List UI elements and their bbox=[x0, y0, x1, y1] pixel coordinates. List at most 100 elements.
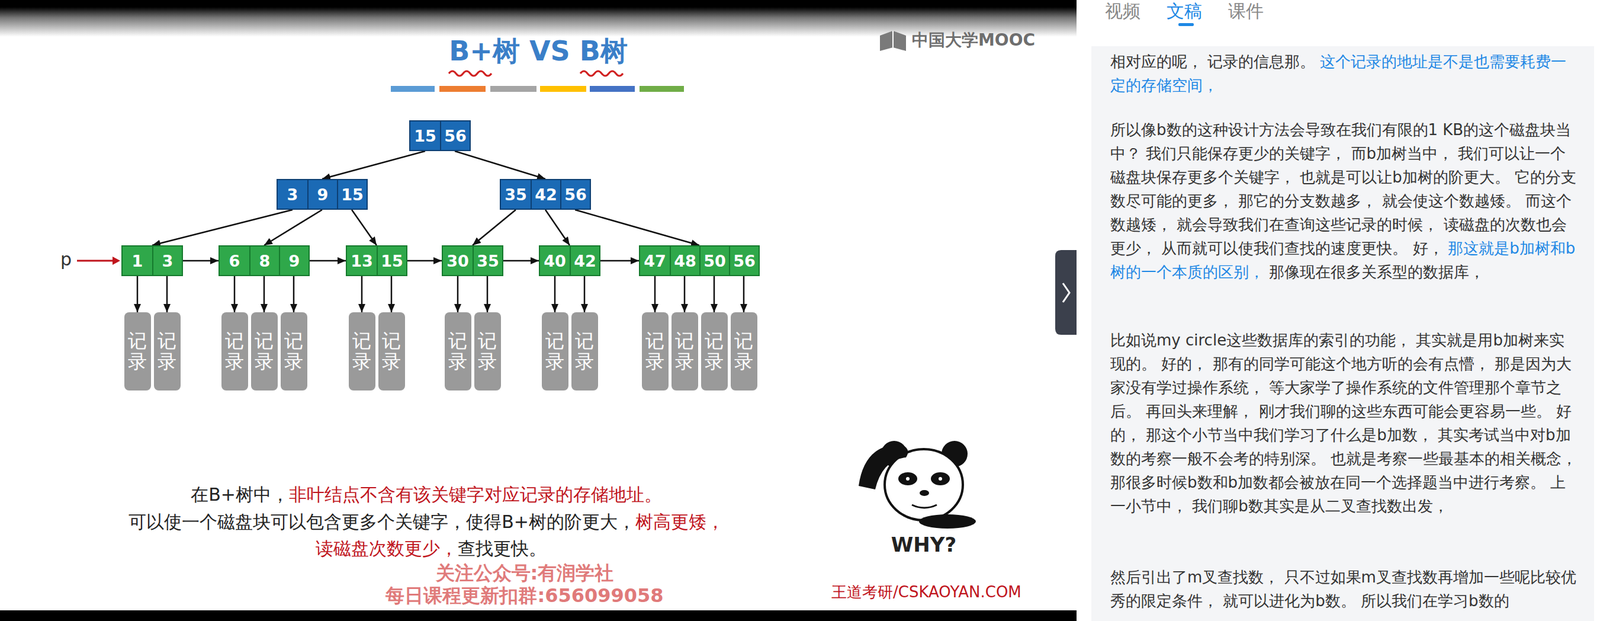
tree-pointer bbox=[264, 209, 323, 246]
logo-text: 中国大学MOOC bbox=[911, 30, 1036, 50]
key-cell: 3 bbox=[277, 180, 308, 209]
tree-pointer bbox=[503, 259, 539, 262]
tree-pointer bbox=[263, 275, 266, 313]
color-bar bbox=[589, 85, 635, 92]
transcript-paragraph: 然后引出了m叉查找数， 只不过如果m叉查找数再增加一些呢比较优秀的限定条件， 就… bbox=[1110, 564, 1579, 613]
tree-pointer bbox=[743, 275, 745, 313]
logo-icon bbox=[879, 30, 906, 51]
record-label: 记录 bbox=[225, 330, 244, 372]
record-label: 记录 bbox=[675, 330, 695, 372]
panel-toggle bbox=[1055, 249, 1077, 335]
color-bar bbox=[639, 85, 684, 92]
tree-pointer bbox=[457, 275, 459, 313]
key-cell: 13 bbox=[347, 246, 377, 275]
key-cell: 9 bbox=[307, 180, 337, 209]
label-group: 视频 bbox=[1104, 1, 1141, 22]
tab-label: 课件 bbox=[1228, 0, 1264, 22]
label-group: p bbox=[60, 247, 72, 272]
key-cell: 15 bbox=[376, 246, 407, 275]
key-cell: 3 bbox=[152, 246, 182, 275]
key-cell: 56 bbox=[560, 180, 590, 209]
record-box: 记录 bbox=[730, 312, 758, 391]
record-label: 记录 bbox=[352, 330, 372, 372]
tab-label: 文稿 bbox=[1166, 0, 1203, 22]
red-squiggle bbox=[448, 71, 492, 76]
record-label: 记录 bbox=[574, 330, 594, 372]
note-highlight: 树高更矮， bbox=[635, 511, 725, 532]
record-box: 记录 bbox=[671, 312, 699, 391]
tree-pointer bbox=[351, 209, 377, 246]
tree-pointer bbox=[545, 209, 570, 246]
key-cell: 6 bbox=[219, 246, 250, 275]
record-label: 记录 bbox=[448, 330, 468, 372]
key-cell: 56 bbox=[439, 121, 470, 150]
leaf-node: 13 bbox=[121, 245, 183, 276]
transcript-paragraph: 相对应的呢， 记录的信息那。这个记录的地址是不是也需要耗费一定的存储空间， bbox=[1110, 49, 1579, 98]
note-highlight: 非叶结点不含有该关键字对应记录的存储地址。 bbox=[288, 483, 663, 505]
tree-pointer bbox=[472, 209, 516, 246]
tree-pointer bbox=[182, 259, 219, 262]
record-label: 记录 bbox=[734, 330, 754, 372]
record-label: 记录 bbox=[477, 330, 497, 372]
record-box: 记录 bbox=[221, 312, 249, 391]
tree-pointer bbox=[322, 150, 426, 179]
note-text: 查找更快。 bbox=[457, 537, 547, 559]
tree-pointer bbox=[309, 259, 346, 262]
leaf-node: 4042 bbox=[538, 245, 601, 276]
tree-pointer bbox=[600, 259, 639, 262]
key-cell: 47 bbox=[640, 246, 670, 275]
record-label: 记录 bbox=[284, 330, 304, 372]
tree-pointer bbox=[293, 275, 295, 313]
meme-caption: WHY? bbox=[891, 532, 957, 557]
label-group: 可以使一个磁盘块可以包含更多个关键字，使得B+树的阶更大，树高更矮， bbox=[0, 509, 853, 534]
label-group: 文稿 bbox=[1166, 1, 1203, 22]
key-cell: 42 bbox=[569, 246, 600, 275]
watermark: 关注公众号:有润学社 bbox=[435, 561, 615, 584]
brand-text: 王道考研/CSKAOYAN.COM bbox=[831, 582, 1022, 601]
note-highlight: 读磁盘次数更少， bbox=[315, 537, 458, 559]
transcript-text: 比如说my circle这些数据库的索引的功能， 其实就是用b加树来实现的。 好… bbox=[1110, 331, 1577, 515]
record-label: 记录 bbox=[704, 330, 724, 372]
transcript-text: 那像现在很多关系型的数据库， bbox=[1268, 262, 1485, 281]
leaf-node: 3035 bbox=[441, 245, 504, 276]
leaf-node: 47485056 bbox=[638, 245, 760, 276]
transcript-paragraph: 所以像b数的这种设计方法会导致在我们有限的1 KB的这个磁盘块当中？ 我们只能保… bbox=[1110, 117, 1579, 284]
label-group: 中国大学MOOC bbox=[911, 29, 1036, 51]
tree-pointer bbox=[361, 275, 363, 313]
tab-underline bbox=[1178, 23, 1194, 27]
record-label: 记录 bbox=[254, 330, 274, 372]
index-node: 3915 bbox=[276, 178, 368, 210]
key-cell: 35 bbox=[500, 180, 531, 209]
record-box: 记录 bbox=[378, 312, 406, 391]
pointer-name: p bbox=[60, 248, 72, 270]
label-group: 在B+树中，非叶结点不含有该关键字对应记录的存储地址。 bbox=[0, 482, 853, 507]
pointer-head bbox=[112, 256, 121, 265]
red-squiggle bbox=[580, 71, 623, 76]
label-group: 王道考研/CSKAOYAN.COM bbox=[831, 581, 1022, 602]
color-bar bbox=[490, 85, 537, 92]
tree-pointer bbox=[136, 275, 139, 313]
panda-meme bbox=[858, 440, 976, 529]
record-box: 记录 bbox=[444, 312, 472, 391]
record-box: 记录 bbox=[701, 312, 728, 391]
chevron-icon bbox=[1062, 283, 1070, 302]
key-cell: 56 bbox=[728, 246, 759, 275]
tree-pointer bbox=[713, 275, 716, 313]
tree-pointer bbox=[166, 275, 169, 313]
record-box: 记录 bbox=[571, 312, 599, 391]
record-box: 记录 bbox=[348, 312, 376, 391]
record-box: 记录 bbox=[153, 312, 181, 391]
key-cell: 15 bbox=[336, 180, 367, 209]
record-box: 记录 bbox=[641, 312, 669, 391]
record-label: 记录 bbox=[157, 330, 177, 372]
leaf-node: 1315 bbox=[345, 245, 408, 276]
key-cell: 9 bbox=[278, 246, 309, 275]
record-box: 记录 bbox=[124, 312, 151, 391]
color-bar bbox=[439, 85, 486, 92]
label-group: 读磁盘次数更少，查找更快。 bbox=[0, 536, 863, 561]
color-bar bbox=[390, 85, 435, 92]
record-box: 记录 bbox=[251, 312, 278, 391]
video-bar bbox=[0, 609, 1077, 621]
key-cell: 48 bbox=[669, 246, 700, 275]
tree-pointer bbox=[486, 275, 489, 313]
